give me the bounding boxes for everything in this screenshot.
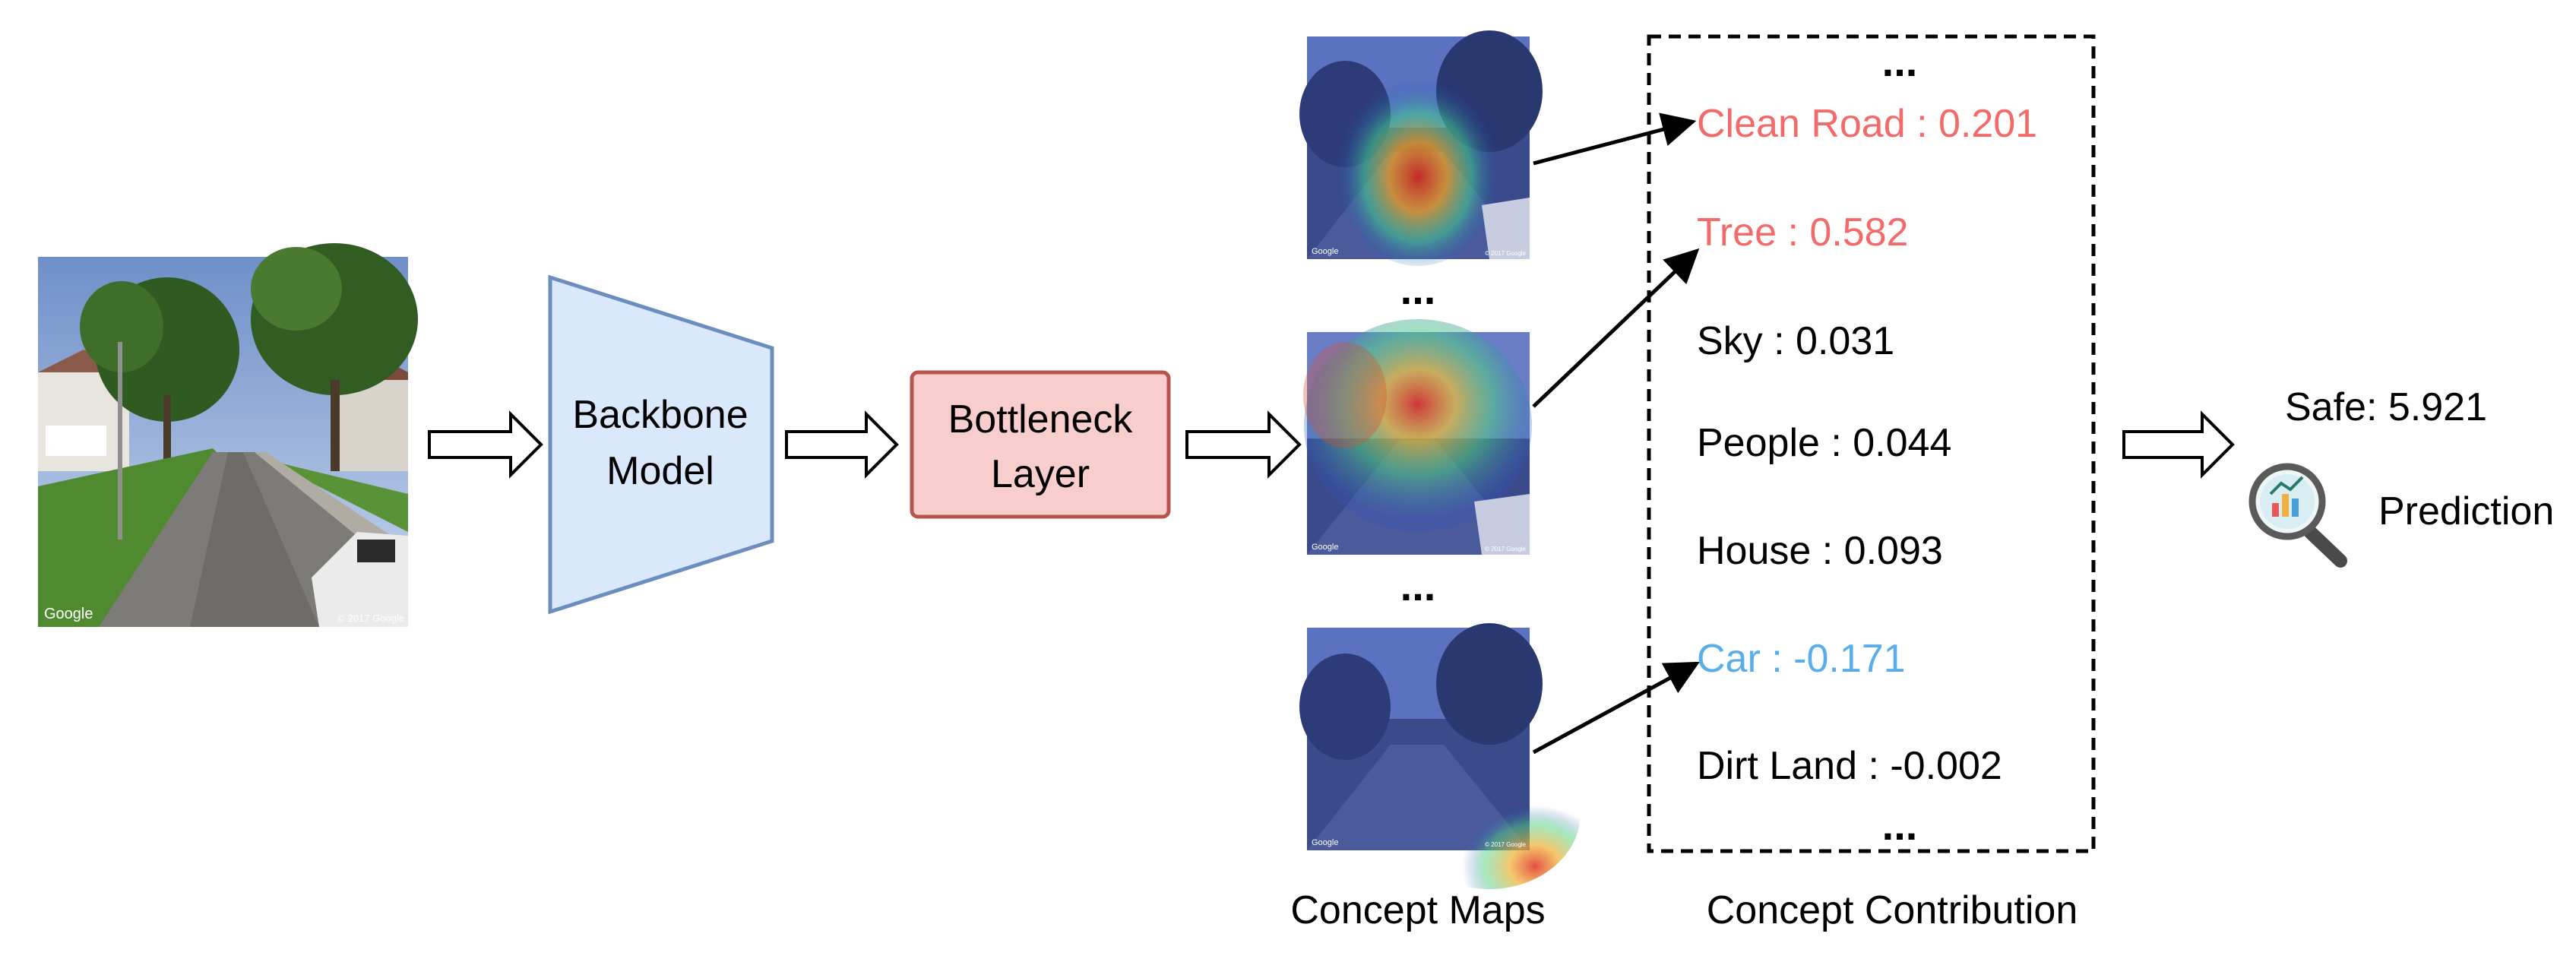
concept-map-thumbnail-2: Google © 2017 Google [1303,319,1532,555]
contribution-item-clean-road: Clean Road : 0.201 [1697,102,2037,146]
contribution-ellipsis-bottom: ... [1882,801,1918,849]
thumb2-watermark-left: Google [1312,543,1338,552]
backbone-label-line1: Backbone [572,393,748,437]
bottleneck-label-line2: Layer [991,452,1090,496]
bottleneck-layer-block: Bottleneck Layer [910,370,1171,519]
connector-arrow-car [1532,661,1700,755]
connector-arrow-tree [1532,248,1700,408]
thumb3-watermark-left: Google [1312,838,1338,847]
contribution-item-car: Car : -0.171 [1697,637,1906,681]
concept-maps-ellipsis-2: ... [1400,562,1436,609]
contribution-item-house: House : 0.093 [1697,529,1943,573]
flow-arrow-3 [1185,410,1302,479]
thumb1-watermark-left: Google [1312,247,1338,256]
contribution-ellipsis-top: ... [1882,37,1918,85]
concept-maps-caption: Concept Maps [1290,888,1545,932]
concept-map-thumbnail-1: Google © 2017 Google [1299,30,1543,266]
contribution-item-dirt-land: Dirt Land : -0.002 [1697,744,2002,788]
concept-map-thumbnail-3: Google © 2017 Google [1299,623,1581,889]
thumb1-watermark-right: © 2017 Google [1485,250,1526,257]
connector-arrow-clean-road [1533,112,1697,166]
concept-contribution-panel: ... Clean Road : 0.201 Tree : 0.582 Sky … [1647,34,2096,853]
input-watermark-right: © 2017 Google [337,612,404,624]
thumb2-watermark-right: © 2017 Google [1485,546,1526,552]
contribution-item-tree: Tree : 0.582 [1697,210,1908,255]
prediction-score: Safe: 5.921 [2285,385,2487,429]
contribution-item-people: People : 0.044 [1697,421,1951,465]
flow-arrow-4 [2122,410,2235,479]
prediction-label: Prediction [2378,489,2554,533]
input-watermark-left: Google [44,606,93,622]
thumb3-watermark-right: © 2017 Google [1485,841,1526,848]
concept-contribution-caption: Concept Contribution [1707,888,2078,932]
backbone-model-block: Backbone Model [548,274,774,615]
magnifier-chart-icon [2248,463,2347,568]
flow-arrow-1 [428,410,543,479]
contribution-item-sky: Sky : 0.031 [1697,319,1894,363]
flow-arrow-2 [785,410,899,479]
bottleneck-label-line1: Bottleneck [948,397,1134,442]
concept-connector-arrows [1532,112,1700,755]
input-street-image: Google © 2017 Google [38,243,418,627]
backbone-label-line2: Model [606,449,714,493]
concept-maps-ellipsis-1: ... [1400,265,1436,313]
